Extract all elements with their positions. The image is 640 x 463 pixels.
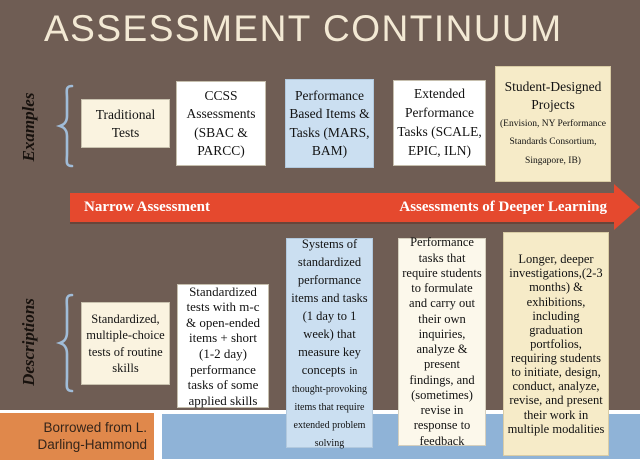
- example-box-traditional-tests: Traditional Tests: [81, 99, 170, 148]
- box-title: Student-Designed Projects: [504, 79, 602, 113]
- page-title: ASSESSMENT CONTINUUM: [44, 8, 563, 49]
- box-subtitle: (Envision, NY Performance Standards Cons…: [500, 119, 606, 166]
- arrow-label-narrow-assessment: Narrow Assessment: [84, 199, 210, 215]
- descriptions-row-label: Descriptions: [19, 298, 38, 386]
- arrow-head-icon: [614, 184, 640, 230]
- box-text: CCSS Assessments (SBAC & PARCC): [186, 88, 256, 158]
- descriptions-brace-icon: [54, 293, 76, 393]
- example-box-student-designed-projects: Student-Designed Projects (Envision, NY …: [495, 66, 611, 182]
- box-small-text: in thought-provoking items that require …: [292, 366, 367, 449]
- box-text: Systems of standardized performance item…: [291, 237, 368, 377]
- box-text: Extended Performance Tasks (SCALE, EPIC,…: [397, 86, 482, 158]
- description-box-longer-deeper-investigations: Longer, deeper investigations,(2-3 month…: [503, 232, 609, 456]
- examples-brace-icon: [54, 84, 76, 168]
- box-text: Traditional Tests: [95, 106, 156, 140]
- box-text: Standardized, multiple-choice tests of r…: [86, 312, 165, 375]
- examples-row-label: Examples: [19, 92, 38, 162]
- box-text: Standardized tests with m-c & open-ended…: [185, 283, 260, 408]
- example-box-extended-performance-tasks: Extended Performance Tasks (SCALE, EPIC,…: [393, 80, 486, 166]
- example-box-ccss-assessments: CCSS Assessments (SBAC & PARCC): [176, 81, 266, 166]
- continuum-arrow: Narrow Assessment Assessments of Deeper …: [70, 193, 615, 222]
- credit-text: Borrowed from L. Darling-Hammond: [37, 419, 147, 452]
- box-text: Performance tasks that require students …: [402, 235, 482, 448]
- arrow-label-deeper-learning: Assessments of Deeper Learning: [399, 199, 607, 215]
- description-box-systems-standardized-performance: Systems of standardized performance item…: [286, 237, 373, 449]
- credit-box: Borrowed from L. Darling-Hammond: [0, 413, 154, 460]
- description-box-performance-tasks-inquiries: Performance tasks that require students …: [398, 235, 486, 448]
- box-text: Performance Based Items & Tasks (MARS, B…: [289, 88, 370, 158]
- description-box-standardized-mc-tests: Standardized, multiple-choice tests of r…: [81, 302, 170, 385]
- example-box-performance-based-items: Performance Based Items & Tasks (MARS, B…: [285, 79, 374, 168]
- description-box-standardized-open-ended: Standardized tests with m-c & open-ended…: [177, 284, 269, 408]
- box-text: Longer, deeper investigations,(2-3 month…: [507, 252, 605, 436]
